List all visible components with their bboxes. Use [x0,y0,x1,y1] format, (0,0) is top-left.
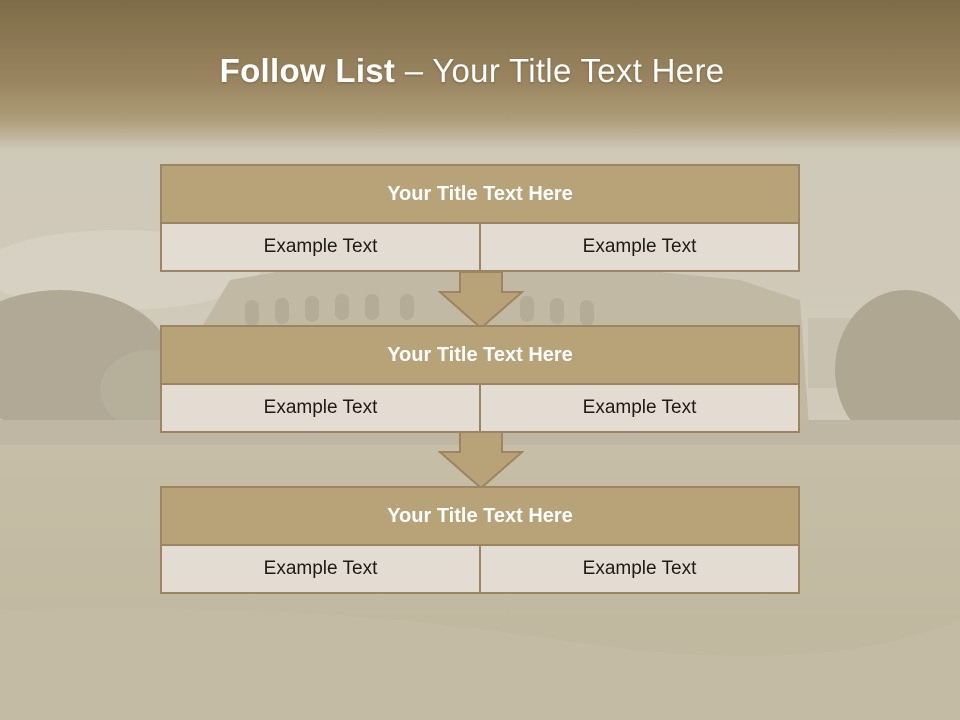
title-bold: Follow List [219,52,396,89]
title-rest: – Your Title Text Here [395,52,725,89]
step-row: Example Text Example Text [162,546,798,592]
header-band [0,0,960,150]
step-cell-right: Example Text [479,546,798,592]
step-cell-left: Example Text [162,224,479,270]
step-cell-left: Example Text [162,385,479,431]
step-title: Your Title Text Here [162,327,798,385]
step-cell-right: Example Text [479,224,798,270]
step-row: Example Text Example Text [162,385,798,431]
step-cell-left: Example Text [162,546,479,592]
step-box-1: Your Title Text Here Example Text Exampl… [160,164,800,272]
step-box-3: Your Title Text Here Example Text Exampl… [160,486,800,594]
step-cell-right: Example Text [479,385,798,431]
step-title: Your Title Text Here [162,488,798,546]
down-arrow-icon [438,272,524,330]
down-arrow-icon [438,432,524,490]
step-title: Your Title Text Here [162,166,798,224]
step-box-2: Your Title Text Here Example Text Exampl… [160,325,800,433]
slide-title: Follow List – Your Title Text Here [0,52,944,90]
step-row: Example Text Example Text [162,224,798,270]
